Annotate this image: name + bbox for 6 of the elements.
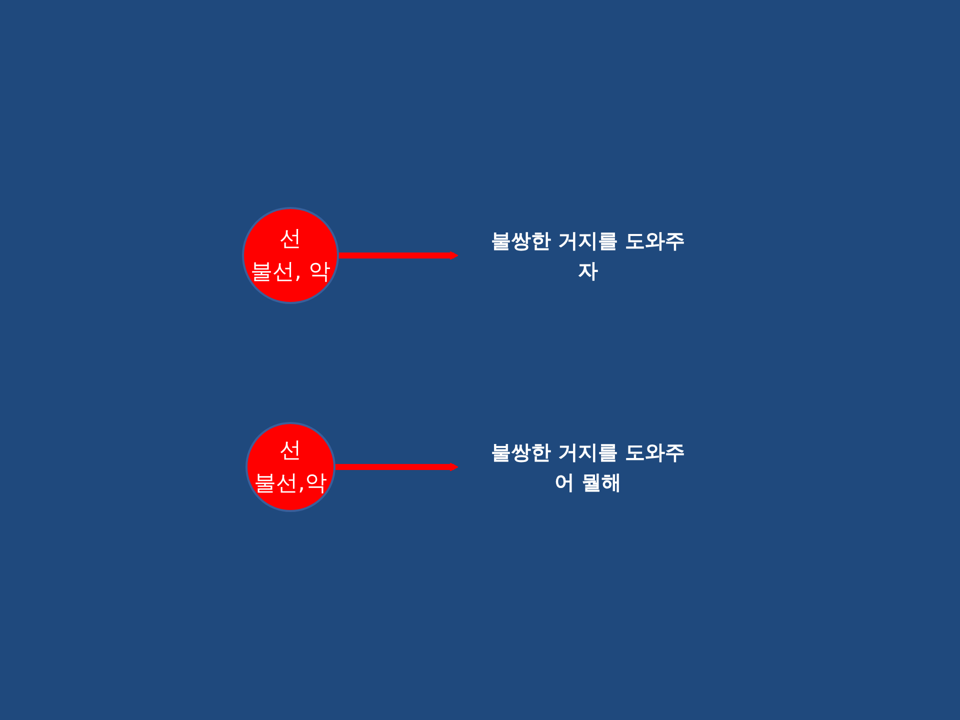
node-text: 불쌍한 거지를 도와주자 bbox=[490, 228, 684, 282]
node-circle: 선 불선, 악 bbox=[242, 207, 338, 304]
node-circle: 선 불선,악 bbox=[245, 422, 335, 512]
node-text: 불쌍한 거지를 도와주어 뭘해 bbox=[490, 440, 684, 494]
arrow bbox=[334, 462, 458, 472]
arrow bbox=[338, 251, 458, 260]
